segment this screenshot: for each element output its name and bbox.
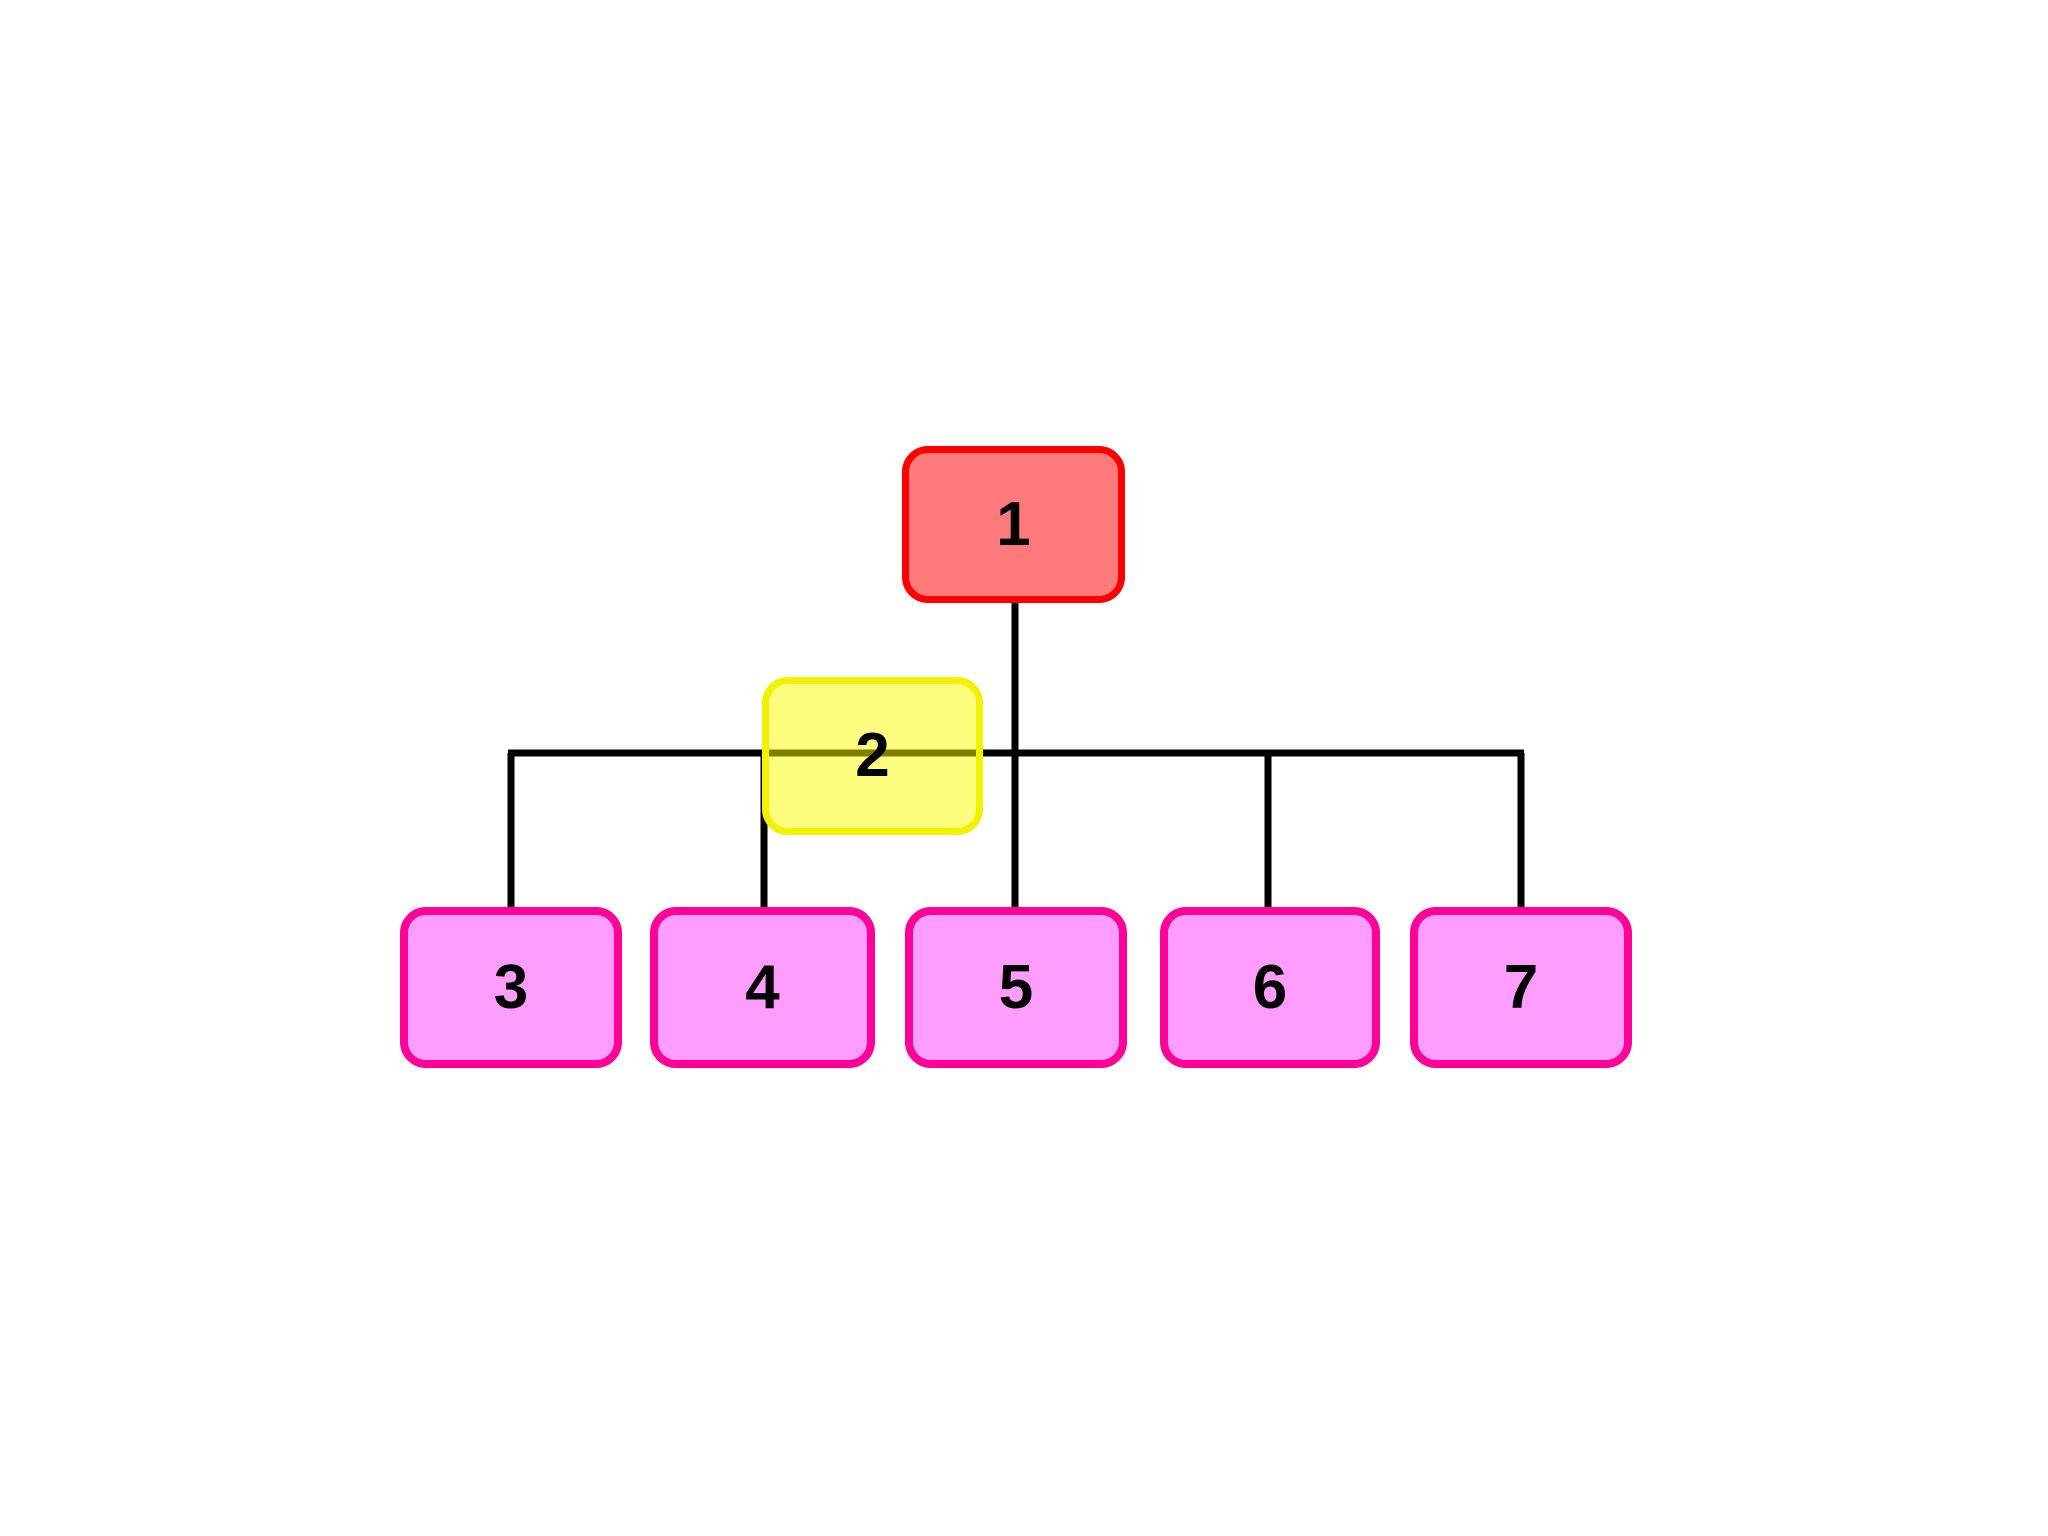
- node-3-label: 3: [493, 952, 529, 1022]
- node-1-label: 1: [996, 489, 1031, 559]
- node-6-label: 6: [1252, 952, 1288, 1022]
- node-7[interactable]: 7: [1410, 907, 1632, 1068]
- node-2-label: 2: [855, 721, 890, 790]
- node-4[interactable]: 4: [650, 907, 875, 1068]
- node-6[interactable]: 6: [1160, 907, 1380, 1068]
- node-2[interactable]: 2: [762, 677, 983, 835]
- node-4-label: 4: [745, 952, 780, 1022]
- node-1[interactable]: 1: [902, 446, 1125, 603]
- node-5[interactable]: 5: [905, 907, 1127, 1068]
- node-3[interactable]: 3: [400, 907, 622, 1068]
- node-5-label: 5: [998, 952, 1034, 1022]
- node-7-label: 7: [1503, 952, 1539, 1022]
